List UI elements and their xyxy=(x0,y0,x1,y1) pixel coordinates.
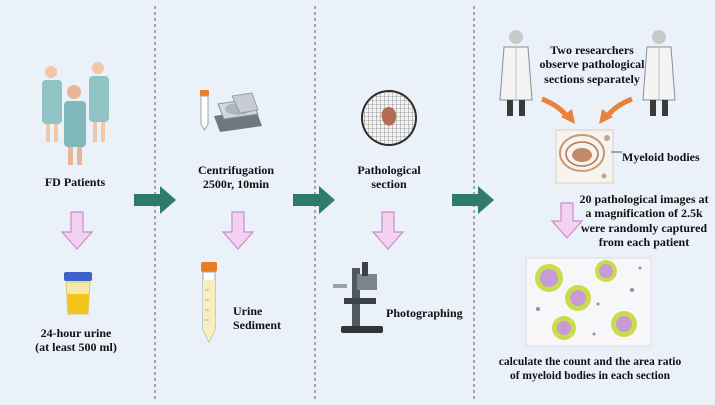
myeloid-body-icon xyxy=(555,129,622,184)
researcher-icon xyxy=(499,30,533,116)
col2-top-line2: 2500r, 10min xyxy=(202,177,270,192)
capture-line2: a magnification of 2.5k xyxy=(585,206,703,221)
col3-bottom-label: Photographing xyxy=(386,306,463,320)
col3-top-label: Pathological section xyxy=(336,163,442,192)
result-line1: calculate the count and the area ratio xyxy=(498,356,682,368)
flow-arrow-icon xyxy=(134,186,176,214)
col2-bottom-line2: Sediment xyxy=(233,318,281,333)
col1-top-label: FD Patients xyxy=(44,175,106,189)
curved-arrow-icon xyxy=(599,96,633,124)
down-arrow-icon xyxy=(371,211,405,250)
researchers-label: Two researchers observe pathological sec… xyxy=(532,43,652,86)
col2-bottom-label: Urine Sediment xyxy=(233,304,305,333)
researcher-icon xyxy=(642,30,676,116)
capture-line4: from each patient xyxy=(598,235,690,250)
researchers-line3: sections separately xyxy=(544,71,640,86)
col3-top-line1: Pathological xyxy=(357,163,421,177)
capture-label: 20 pathological images at a magnificatio… xyxy=(577,192,711,250)
microscope-icon xyxy=(333,262,383,333)
test-tube-icon xyxy=(200,90,209,131)
result-label: calculate the count and the area ratio o… xyxy=(483,356,697,384)
col1-bottom-line1: 24-hour urine xyxy=(40,326,112,340)
result-line2: of myeloid bodies in each section xyxy=(509,369,671,382)
researchers-line1: Two researchers xyxy=(550,43,634,57)
down-arrow-icon xyxy=(221,211,255,250)
patients-icon xyxy=(42,62,109,165)
section-grid-icon xyxy=(361,90,417,146)
curved-arrow-icon xyxy=(541,96,575,124)
col3-top-line2: section xyxy=(371,177,407,192)
col1-bottom-line2: (at least 500 ml) xyxy=(35,340,117,355)
flow-arrow-icon xyxy=(452,186,494,214)
sediment-tube-icon xyxy=(201,262,217,344)
col1-bottom-label: 24-hour urine (at least 500 ml) xyxy=(20,326,132,355)
capture-line3: were randomly captured xyxy=(580,220,708,235)
down-arrow-icon xyxy=(60,211,94,250)
capture-line1: 20 pathological images at xyxy=(579,192,709,206)
col2-top-line1: Centrifugation xyxy=(198,163,274,177)
col2-bottom-line1: Urine xyxy=(233,304,263,318)
centrifuge-icon xyxy=(214,92,262,132)
flow-arrow-icon xyxy=(293,186,335,214)
col2-top-label: Centrifugation 2500r, 10min xyxy=(174,163,298,192)
down-arrow-icon xyxy=(550,202,584,239)
urine-cup-icon xyxy=(64,272,92,315)
myeloid-bodies-label: Myeloid bodies xyxy=(622,150,700,164)
cells-image-icon xyxy=(525,257,652,347)
researchers-line2: observe pathological xyxy=(539,57,645,72)
